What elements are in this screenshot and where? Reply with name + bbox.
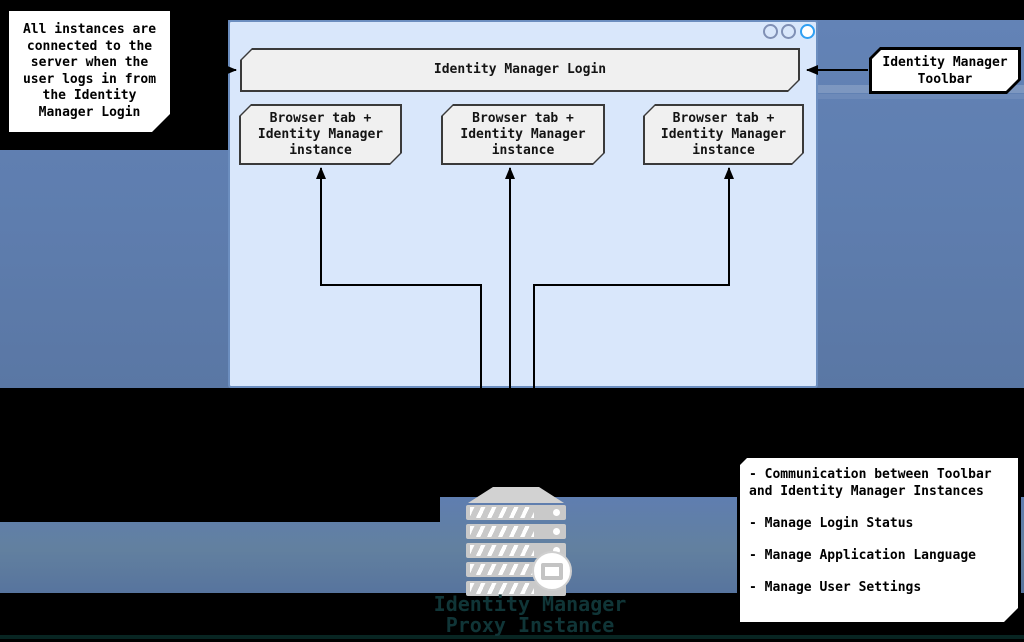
window-control-icon <box>763 24 778 39</box>
tab-line: Browser tab + <box>672 110 775 126</box>
login-bar-label: Identity Manager Login <box>433 62 607 77</box>
tab-line: Identity Manager <box>257 126 384 142</box>
browser-tab-card-3: Browser tab + Identity Manager instance <box>643 104 804 165</box>
note-line: Manager Login <box>38 104 141 120</box>
window-control-active-icon <box>800 24 815 39</box>
server-label-line: Identity Manager <box>433 592 627 616</box>
feature-item: - Manage User Settings <box>749 580 922 595</box>
note-line: user logs in from <box>22 71 157 87</box>
background-black-patch <box>0 497 440 522</box>
server-led-icon <box>553 547 560 554</box>
tab-line: instance <box>289 142 352 158</box>
note-line: server when the <box>30 55 149 70</box>
monitor-badge-icon <box>532 551 572 591</box>
server-label: Identity Manager Proxy Instance <box>400 594 660 636</box>
feature-item: - Communication between Toolbar and Iden… <box>749 467 992 499</box>
note-line: the Identity <box>42 88 137 103</box>
server-led-icon <box>553 509 560 516</box>
feature-item: - Manage Login Status <box>749 516 914 531</box>
note-line: All instances are <box>22 22 157 37</box>
toolbar-callout-line: Identity Manager <box>882 54 1008 70</box>
background-teal-strip <box>0 635 1024 639</box>
tab-line: Identity Manager <box>460 126 586 142</box>
window-control-icon <box>781 24 796 39</box>
note-callout-left: All instances are connected to the serve… <box>6 8 173 135</box>
features-box: - Communication between Toolbar and Iden… <box>737 455 1021 625</box>
tab-line: Identity Manager <box>660 126 787 142</box>
background-stripe <box>818 94 1024 99</box>
server-rack-unit <box>466 505 566 520</box>
browser-tab-card-1: Browser tab + Identity Manager instance <box>239 104 402 165</box>
toolbar-callout: Identity Manager Toolbar <box>869 47 1021 94</box>
server-label-line: Proxy Instance <box>445 613 615 637</box>
server-top-face <box>468 487 564 503</box>
toolbar-callout-line: Toolbar <box>917 71 973 87</box>
server-led-icon <box>553 528 560 535</box>
server-rack-unit <box>466 524 566 539</box>
server-stack-icon <box>458 481 576 603</box>
login-bar-card: Identity Manager Login <box>240 48 800 92</box>
browser-tab-card-2: Browser tab + Identity Manager instance <box>441 104 605 165</box>
tab-line: Browser tab + <box>269 110 372 126</box>
tab-line: Browser tab + <box>472 110 574 126</box>
note-line: connected to the <box>26 38 153 54</box>
tab-line: instance <box>692 142 755 158</box>
feature-item: - Manage Application Language <box>749 548 976 563</box>
tab-line: instance <box>491 142 555 158</box>
